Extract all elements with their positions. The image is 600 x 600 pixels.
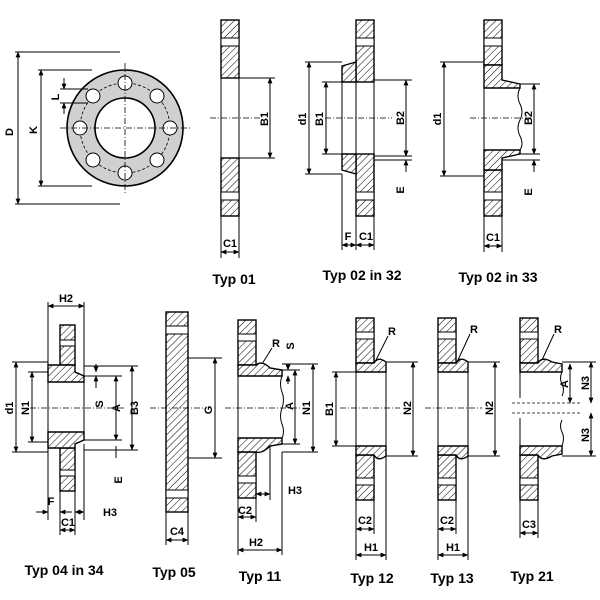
typ04-label-A: A: [111, 404, 123, 412]
typ-11-section: R S A N1 H3 C2 H2 Typ 11: [225, 319, 318, 584]
typ-04-in-34-section: H2 d1 N1 S A B3 E F C1: [4, 293, 141, 578]
typ11-label-H3: H3: [288, 485, 302, 497]
typ02-33-caption: Typ 02 in 33: [458, 269, 537, 285]
typ-02-in-33-section: d1 B2 E C1 Typ 02 in 33: [432, 19, 540, 285]
typ21-label-N3-top: N3: [580, 376, 592, 390]
typ04-label-B3: B3: [129, 401, 141, 415]
typ12-caption: Typ 12: [350, 570, 394, 586]
typ21-label-R: R: [554, 324, 562, 336]
typ04-caption: Typ 04 in 34: [24, 562, 103, 578]
typ04-label-S: S: [94, 400, 106, 407]
typ04-label-E: E: [113, 476, 125, 483]
flange-plan-view: D K L: [4, 51, 190, 205]
typ12-label-H1: H1: [364, 542, 378, 554]
typ-13-section: R N2 C2 H1 Typ 13: [425, 317, 500, 586]
label-L: L: [50, 93, 62, 100]
typ01-caption: Typ 01: [212, 271, 256, 287]
typ21-caption: Typ 21: [510, 568, 554, 584]
label-K: K: [28, 126, 40, 134]
typ-02-in-32-section: d1 B1 B2 E F C1 Typ 02 in 32: [297, 19, 412, 283]
typ04-label-d1: d1: [4, 402, 16, 415]
typ-12-section: R B1 N2 C2 H1 Typ 12: [324, 317, 418, 586]
typ11-label-R: R: [272, 338, 280, 350]
typ02-32-caption: Typ 02 in 32: [322, 267, 401, 283]
typ12-label-N2: N2: [402, 401, 414, 415]
typ02-33-label-d1: d1: [432, 113, 444, 126]
typ02-32-label-F: F: [345, 231, 352, 243]
typ02-32-label-B2: B2: [395, 111, 407, 125]
typ11-label-N1: N1: [301, 401, 313, 415]
typ02-32-label-C1: C1: [359, 231, 373, 243]
typ-01-section: B1 C1 Typ 01: [210, 19, 275, 287]
typ04-label-H3: H3: [103, 507, 117, 519]
typ12-label-C2: C2: [358, 515, 372, 527]
typ02-32-label-B1: B1: [314, 112, 326, 126]
typ13-label-C2: C2: [440, 515, 454, 527]
typ13-label-N2: N2: [484, 401, 496, 415]
typ21-label-A: A: [559, 380, 571, 388]
typ11-label-A: A: [284, 402, 296, 410]
typ-05-section: G C4 Typ 05: [150, 311, 222, 580]
typ13-caption: Typ 13: [430, 570, 474, 586]
typ-21-section: R A N3 N3 C3 Typ 21: [510, 317, 596, 584]
label-D: D: [4, 128, 16, 136]
typ01-label-C1: C1: [223, 238, 237, 250]
typ02-33-label-B2: B2: [523, 111, 535, 125]
typ05-label-G: G: [203, 406, 215, 415]
typ01-label-B1: B1: [259, 112, 271, 126]
typ05-label-C4: C4: [170, 526, 185, 538]
typ02-33-label-C1: C1: [486, 232, 500, 244]
typ21-label-N3-bottom: N3: [580, 428, 592, 442]
typ11-label-C2: C2: [238, 505, 252, 517]
typ02-33-label-E: E: [523, 188, 535, 195]
typ02-32-label-E: E: [395, 186, 407, 193]
typ04-label-N1: N1: [20, 401, 32, 415]
typ21-label-C3: C3: [522, 519, 536, 531]
typ02-32-label-d1: d1: [297, 113, 309, 126]
typ11-label-S: S: [285, 342, 297, 349]
typ11-caption: Typ 11: [239, 568, 282, 584]
typ04-label-C1: C1: [61, 517, 75, 529]
typ04-label-H2: H2: [59, 293, 73, 305]
typ05-caption: Typ 05: [152, 564, 196, 580]
typ11-label-H2: H2: [249, 537, 263, 549]
typ13-label-R: R: [470, 324, 478, 336]
typ13-label-H1: H1: [446, 542, 460, 554]
typ12-label-R: R: [388, 326, 396, 338]
typ12-label-B1: B1: [324, 402, 336, 416]
typ04-label-F: F: [48, 496, 55, 508]
